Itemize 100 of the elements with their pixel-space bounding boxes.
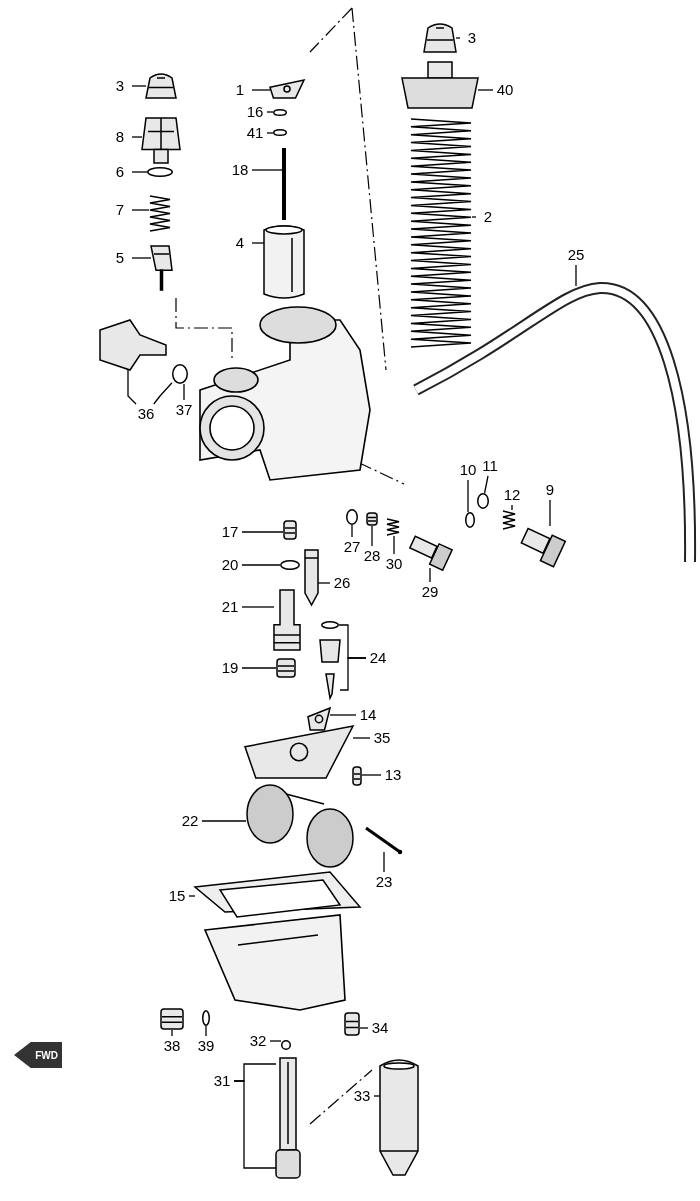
leader-line: [361, 774, 382, 776]
gasket: [193, 871, 362, 918]
float: [246, 784, 354, 868]
top-cap: [401, 61, 479, 109]
main-jet: [273, 589, 301, 651]
callout-number: 6: [108, 162, 132, 182]
callout-number: 29: [418, 582, 442, 602]
callout-number: 7: [108, 200, 132, 220]
leader-line: [153, 382, 173, 405]
spring: [410, 118, 472, 348]
float-valve: [150, 245, 173, 291]
leader-line: [339, 657, 367, 691]
callout-number: 26: [330, 573, 354, 593]
callout-number: 38: [160, 1036, 184, 1056]
leader-line: [266, 132, 274, 134]
leader-line: [351, 524, 353, 538]
plate: [307, 706, 332, 731]
washer: [346, 509, 358, 525]
clip: [273, 109, 287, 116]
leader-line: [131, 171, 148, 173]
throttle-slide: [263, 225, 305, 299]
leader-line: [251, 242, 265, 244]
plate: [244, 724, 355, 779]
callout-number: 36: [134, 404, 158, 424]
callout-number: 37: [172, 400, 196, 420]
callout-number: 3: [108, 76, 132, 96]
callout-number: 31: [210, 1071, 234, 1091]
jet: [304, 549, 319, 607]
callout-number: 3: [460, 28, 484, 48]
leader-line: [359, 1027, 369, 1029]
leader-line: [471, 216, 477, 218]
leader-line: [575, 264, 577, 287]
callout-number: 16: [243, 102, 267, 122]
leader-line: [549, 499, 551, 527]
callout-number: 21: [218, 597, 242, 617]
leader-line: [266, 111, 274, 113]
leader-line: [329, 714, 357, 716]
callout-number: 40: [493, 80, 517, 100]
callout-number: 1: [228, 80, 252, 100]
callout-number: 24: [366, 648, 390, 668]
needle-jet: [275, 1057, 301, 1179]
leader-line: [371, 525, 373, 547]
pin: [365, 826, 403, 855]
callout-number: 39: [194, 1036, 218, 1056]
leader-line: [455, 37, 461, 39]
pilot-screw: [99, 319, 167, 371]
callout-number: 10: [456, 460, 480, 480]
plug: [160, 1008, 184, 1030]
leader-line: [483, 475, 489, 494]
callout-number: 4: [228, 233, 252, 253]
leader-line: [511, 504, 513, 511]
spring: [386, 518, 400, 536]
jet: [283, 520, 297, 540]
callout-number: 8: [108, 127, 132, 147]
screw: [408, 535, 454, 572]
callout-number: 20: [218, 555, 242, 575]
o-ring: [281, 1040, 291, 1050]
callout-number: 35: [370, 728, 394, 748]
callout-number: 18: [228, 160, 252, 180]
callout-number: 30: [382, 554, 406, 574]
callout-number: 15: [165, 886, 189, 906]
leader-line: [131, 85, 147, 87]
washer: [202, 1010, 210, 1026]
leader-line: [352, 737, 371, 739]
callout-number: 12: [500, 485, 524, 505]
leader-line: [393, 535, 395, 555]
leader-line: [269, 1040, 282, 1042]
leader-line: [383, 851, 385, 873]
leader-line: [183, 383, 185, 401]
leader-line: [188, 895, 196, 897]
jet-holder: [379, 1059, 419, 1176]
leader-line: [241, 531, 284, 533]
leader-line: [205, 1025, 207, 1037]
leader-line: [241, 564, 281, 566]
leader-line: [251, 89, 271, 91]
leader-line: [251, 169, 283, 171]
callout-number: 22: [178, 811, 202, 831]
leader-line: [131, 136, 143, 138]
leader-line: [131, 257, 152, 259]
retainer-plate: [269, 78, 306, 99]
callout-number: 14: [356, 705, 380, 725]
leader-line: [131, 209, 150, 211]
nut: [366, 512, 378, 526]
o-ring: [280, 560, 300, 570]
leader-line: [373, 1095, 381, 1097]
leader-line: [477, 89, 494, 91]
callout-number: 13: [381, 765, 405, 785]
screw: [352, 766, 362, 786]
callout-number: 19: [218, 658, 242, 678]
callout-number: 17: [218, 522, 242, 542]
hose: [413, 282, 696, 563]
callout-number: 23: [372, 872, 396, 892]
callout-number: 25: [564, 245, 588, 265]
leader-line: [241, 667, 277, 669]
valve-seat: [141, 117, 181, 164]
spring: [149, 195, 171, 232]
jet: [276, 658, 296, 678]
leader-line: [467, 479, 469, 513]
needle-valve: [319, 639, 341, 701]
leader-line: [171, 1029, 173, 1037]
